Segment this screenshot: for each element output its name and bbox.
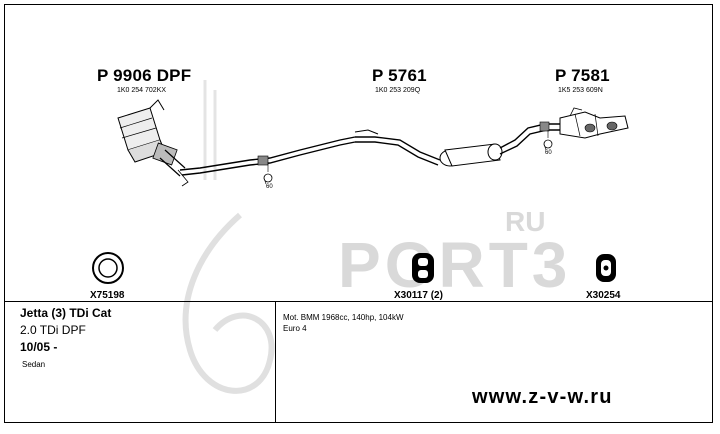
oem-number-p7581: 1K5 253 609N	[558, 87, 603, 94]
emission-spec: Euro 4	[283, 324, 307, 333]
clamp-size-1: 60	[266, 184, 273, 190]
part-number-p5761[interactable]: P 5761	[372, 66, 427, 85]
middle-pipe[interactable]	[354, 129, 441, 166]
watermark-brand: PORT3	[338, 229, 572, 301]
clamp-callout-2	[543, 130, 553, 151]
dpf-converter[interactable]	[117, 99, 189, 187]
section-divider	[4, 301, 713, 302]
accessory-code-x75198[interactable]: X75198	[90, 290, 125, 301]
watermark-domain: RU	[505, 206, 546, 237]
center-silencer[interactable]	[439, 143, 503, 167]
part-number-p7581[interactable]: P 7581	[555, 66, 610, 85]
motor-spec: Mot. BMM 1968cc, 140hp, 104kW	[283, 313, 404, 322]
watermark-logo	[182, 212, 275, 394]
diagram-frame	[4, 4, 713, 423]
vehicle-body: Sedan	[22, 360, 46, 369]
rear-silencer[interactable]	[559, 107, 629, 139]
rear-pipe[interactable]	[499, 121, 560, 155]
vehicle-model: Jetta (3) TDi Cat	[20, 306, 112, 320]
front-pipe[interactable]	[179, 136, 356, 176]
clamp-size-2: 60	[545, 150, 552, 156]
vehicle-year: 10/05 -	[20, 340, 58, 354]
oem-number-p5761: 1K0 253 209Q	[375, 87, 421, 94]
site-url-link[interactable]: www.z-v-w.ru	[472, 386, 613, 408]
oem-number-p9906: 1K0 254 702KX	[117, 87, 167, 94]
vehicle-engine: 2.0 TDi DPF	[20, 323, 86, 337]
mounting-rubber-icon[interactable]	[596, 254, 616, 282]
clamp-callout-1	[263, 162, 273, 185]
accessory-code-x30117[interactable]: X30117 (2)	[394, 290, 443, 301]
accessory-code-x30254[interactable]: X30254	[586, 290, 621, 301]
part-number-p9906[interactable]: P 9906 DPF	[97, 66, 192, 85]
column-divider	[275, 301, 276, 423]
rubber-hanger-icon[interactable]	[412, 253, 434, 283]
gasket-ring-icon[interactable]	[92, 252, 124, 284]
